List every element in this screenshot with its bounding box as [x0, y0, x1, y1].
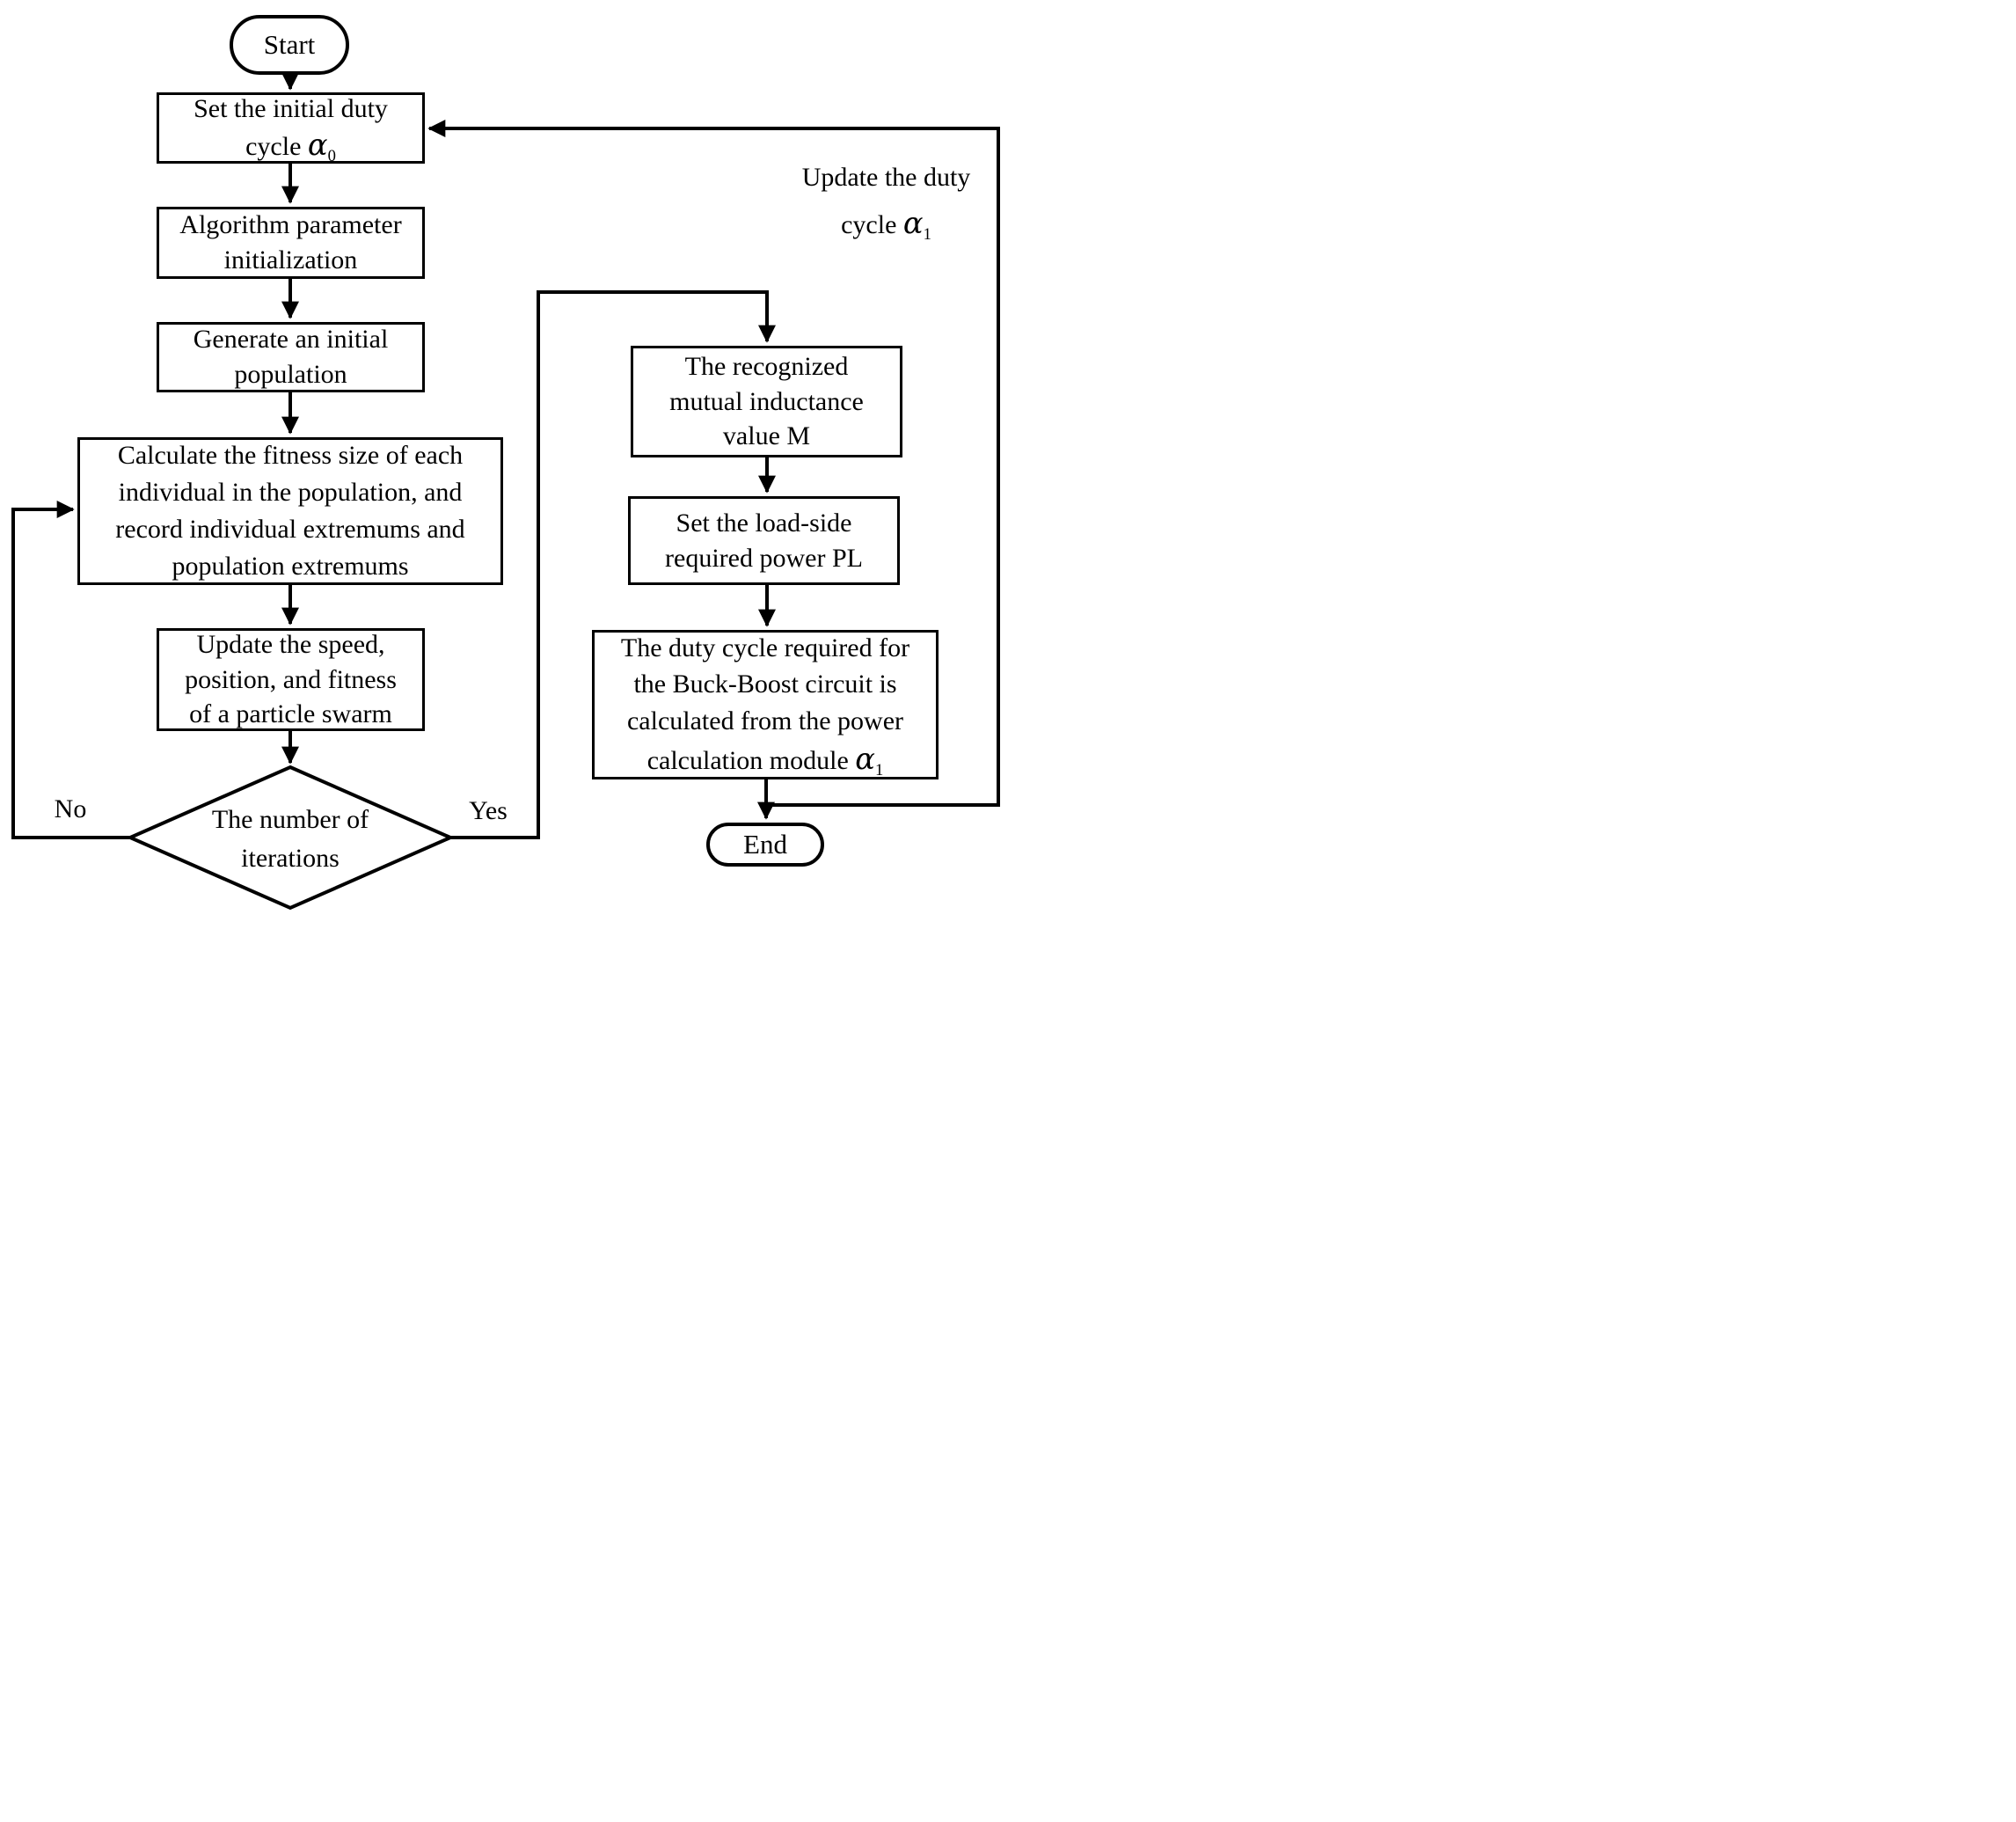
text-line: Algorithm parameter [179, 210, 402, 240]
decision-diamond-shape [126, 765, 455, 911]
text-line: of a particle swarm [189, 699, 392, 729]
node-algorithm-parameter-initialization: Algorithm parameter initialization [157, 207, 425, 279]
edge-label-update-duty-cycle: Update the duty cycle α1 [778, 157, 994, 247]
node-end: End [706, 823, 824, 867]
node-buck-boost-duty-cycle-calculation: The duty cycle required for the Buck-Boo… [592, 630, 939, 779]
node-set-initial-duty-cycle: Set the initial duty cycle α0 [157, 92, 425, 166]
text-line: Set the initial duty [194, 93, 388, 123]
text-line: Start [263, 28, 316, 60]
text-line: individual in the population, and [118, 478, 463, 507]
alpha-symbol: α [902, 205, 924, 240]
node-iterations-decision-text: The number of iterations [180, 801, 400, 877]
text-line: value M [722, 421, 811, 451]
edge-no-loop [11, 501, 130, 839]
text-line: iterations [241, 843, 340, 873]
text-line: The number of [211, 805, 369, 834]
node-start: Start [230, 15, 349, 75]
alpha-symbol: α [855, 741, 875, 776]
text-line: position, and fitness [185, 664, 397, 694]
text-line: initialization [223, 245, 358, 274]
text-line: Update the speed, [196, 630, 385, 660]
node-set-load-side-power: Set the load-side required power PL [628, 496, 900, 585]
node-calculate-fitness: Calculate the fitness size of each indiv… [77, 437, 503, 585]
connector-svg [11, 72, 1000, 911]
text-line: calculated from the power [626, 706, 904, 735]
text-line: Calculate the fitness size of each [117, 441, 464, 470]
text-line: Set the load-side [676, 508, 852, 538]
text-line: Generate an initial [193, 325, 389, 355]
text-line: End [743, 828, 787, 860]
flowchart-canvas: Start Set the initial duty cycle α0 Algo… [0, 0, 1008, 911]
text-line: mutual inductance [669, 386, 864, 416]
edge-label-no: No [54, 794, 87, 823]
text-line: the Buck-Boost circuit is [633, 670, 897, 699]
text-line: population extremums [172, 552, 409, 581]
text-line: cycle α0 [245, 128, 336, 166]
node-recognized-mutual-inductance: The recognized mutual inductance value M [631, 346, 902, 457]
text-line: The recognized [684, 352, 849, 382]
text-line: The duty cycle required for [620, 633, 910, 662]
alpha-symbol: α [307, 128, 328, 163]
text-line: population [234, 360, 347, 389]
alpha-subscript: 0 [327, 147, 336, 166]
alpha-subscript: 1 [923, 224, 931, 244]
node-update-particle-swarm: Update the speed, position, and fitness … [157, 628, 425, 731]
alpha-subscript: 1 [874, 760, 884, 779]
text-line: calculation module α1 [646, 741, 884, 779]
edge-yes-path [450, 290, 776, 839]
text-line: Update the duty [801, 163, 971, 192]
edge-label-yes: Yes [469, 796, 508, 825]
edge-update-loop [427, 120, 1000, 807]
node-generate-initial-population: Generate an initial population [157, 322, 425, 392]
text-line: record individual extremums and [115, 515, 465, 544]
text-line: cycle α1 [841, 205, 931, 244]
text-line: required power PL [665, 543, 863, 573]
